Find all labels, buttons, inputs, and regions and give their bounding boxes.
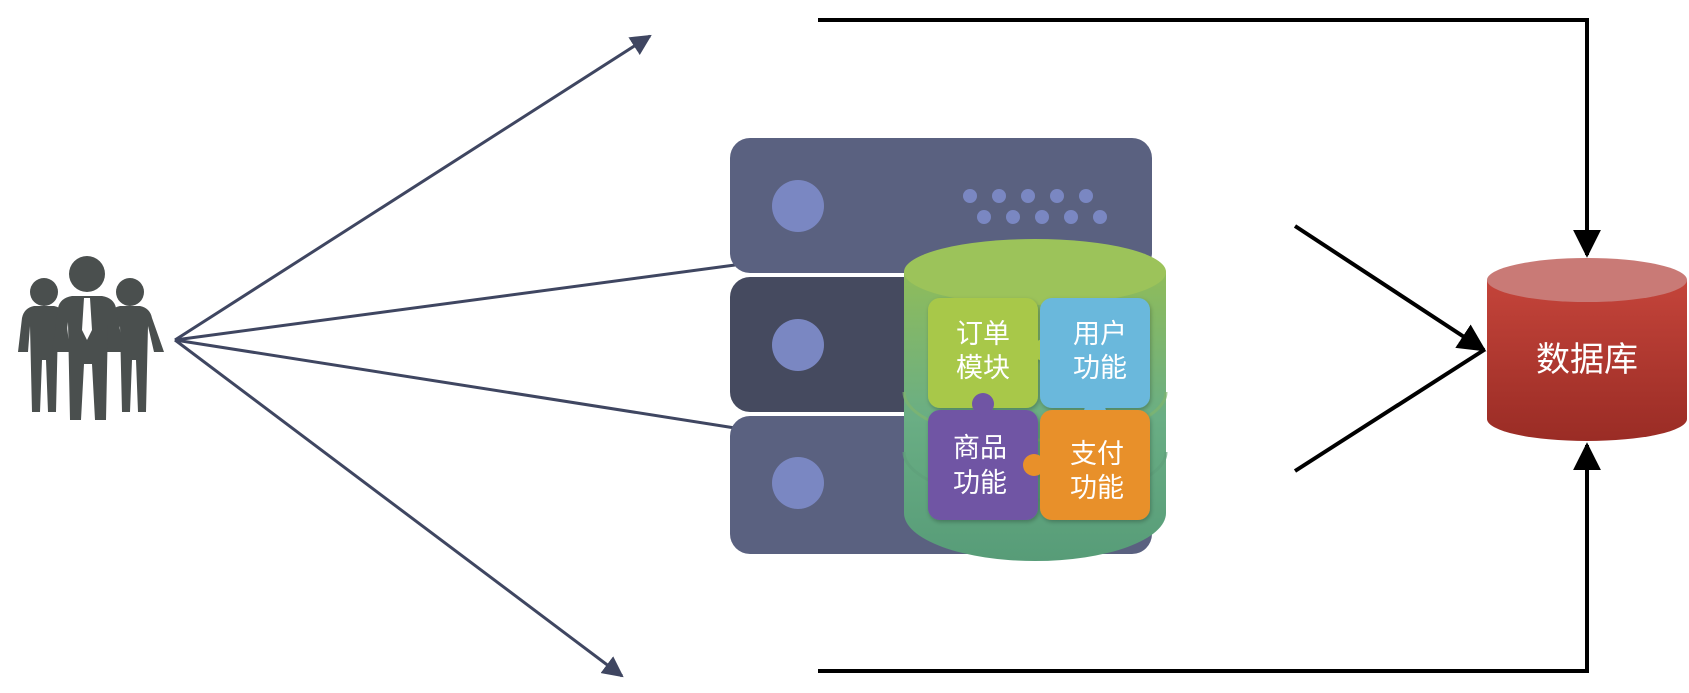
order-module-line2: 模块 (956, 353, 1010, 384)
arrow-to-server-bottom (174, 338, 736, 430)
server-light-middle (772, 319, 824, 371)
server-light-top (772, 180, 824, 232)
database-connectors (818, 18, 1601, 673)
connector-lower-diagonal (1293, 348, 1486, 473)
cylinder-top (904, 239, 1166, 305)
product-module-line1: 商品 (953, 433, 1007, 464)
connector-bottom (818, 442, 1601, 673)
arrow-to-server-top (174, 263, 736, 342)
users-icon (18, 256, 164, 420)
server-light-bottom (772, 457, 824, 509)
arrow-to-top (174, 34, 652, 342)
database-label: 数据库 (1536, 340, 1638, 380)
database-cylinder: 数据库 (1487, 258, 1687, 441)
order-module-line1: 订单 (956, 319, 1010, 350)
order-module: 订单 模块 (928, 298, 1055, 408)
arrow-to-bottom (174, 338, 624, 678)
product-module-line2: 功能 (953, 468, 1007, 499)
payment-module: 支付 功能 (1023, 410, 1150, 520)
puzzle-modules: 订单 模块 用户 功能 商品 功能 支付 功能 (928, 298, 1150, 520)
payment-module-line2: 功能 (1070, 473, 1124, 504)
payment-module-line1: 支付 (1070, 439, 1124, 470)
product-module: 商品 功能 (928, 393, 1038, 520)
server-vents-top (963, 189, 1107, 224)
connector-top (818, 18, 1601, 258)
connector-upper-diagonal (1293, 224, 1487, 352)
user-module-line2: 功能 (1073, 353, 1127, 384)
user-module: 用户 功能 (1040, 298, 1150, 423)
request-arrows (174, 34, 736, 678)
user-module-line1: 用户 (1073, 319, 1127, 350)
